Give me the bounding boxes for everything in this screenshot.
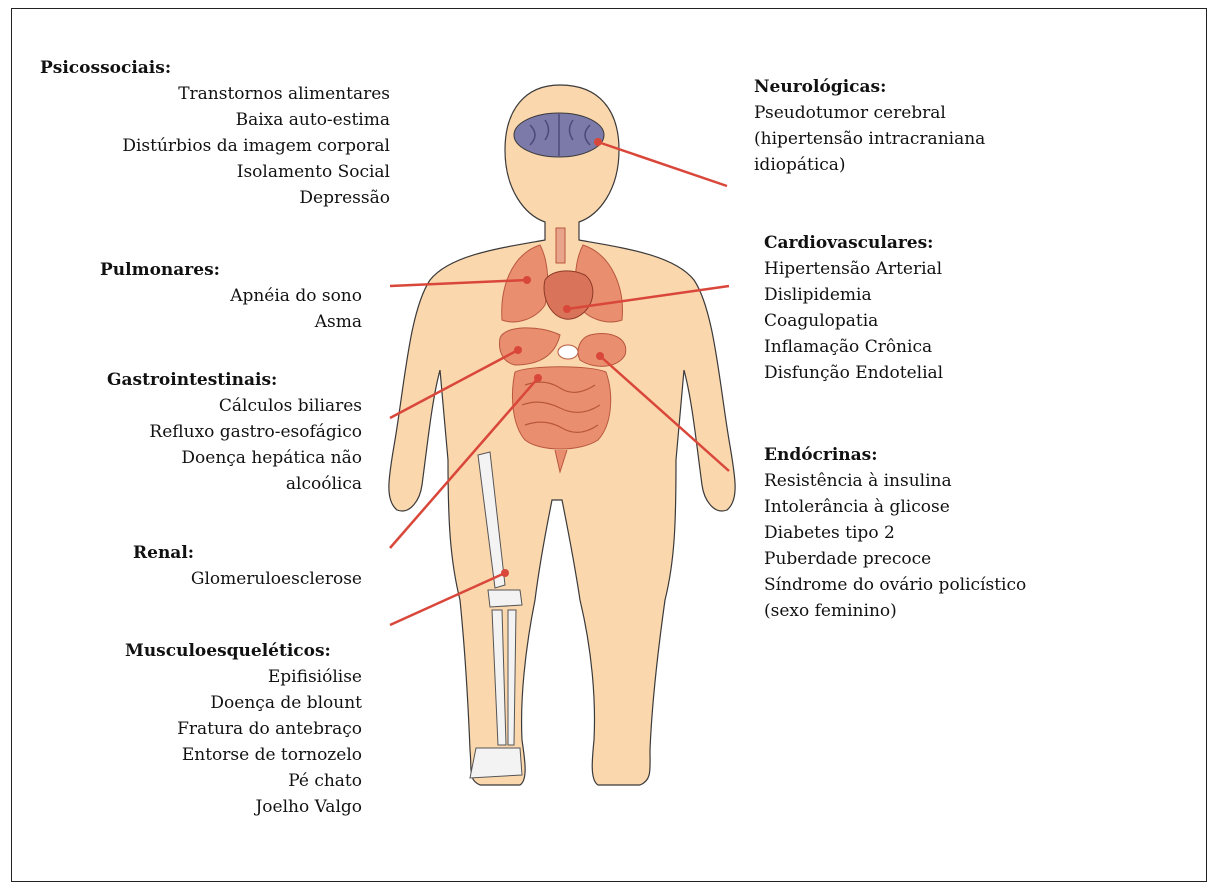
list-item: Intolerância à glicose [764,494,1104,520]
list-item: Glomeruloesclerose [133,566,362,592]
group-cardiovasculares: Cardiovasculares: Hipertensão Arterial D… [764,230,1064,386]
list-item: (hipertensão intracraniana [754,126,1054,152]
list-item: Disfunção Endotelial [764,360,1064,386]
list-item: Apnéia do sono [100,283,362,309]
group-endocrinas: Endócrinas: Resistência à insulina Intol… [764,442,1104,624]
group-neurologicas: Neurológicas: Pseudotumor cerebral (hipe… [754,74,1054,178]
group-title: Musculoesqueléticos: [125,638,362,664]
list-item: Joelho Valgo [125,794,362,820]
list-item: Doença de blount [125,690,362,716]
group-title: Pulmonares: [100,257,362,283]
list-item: Refluxo gastro-esofágico [107,419,362,445]
group-psicossociais: Psicossociais: Transtornos alimentares B… [40,55,390,211]
list-item: idiopática) [754,152,1054,178]
list-item: Pé chato [125,768,362,794]
list-item: Baixa auto-estima [40,107,390,133]
group-title: Renal: [133,540,362,566]
list-item: Síndrome do ovário policístico [764,572,1104,598]
group-title: Neurológicas: [754,74,1054,100]
list-item: (sexo feminino) [764,598,1104,624]
group-title: Psicossociais: [40,55,390,81]
list-item: Doença hepática não [107,445,362,471]
group-title: Cardiovasculares: [764,230,1064,256]
group-musculoesqueleticos: Musculoesqueléticos: Epifisiólise Doença… [125,638,362,820]
group-gastrointestinais: Gastrointestinais: Cálculos biliares Ref… [107,367,362,497]
list-item: Puberdade precoce [764,546,1104,572]
list-item: Depressão [40,185,390,211]
list-item: Isolamento Social [40,159,390,185]
list-item: Fratura do antebraço [125,716,362,742]
gallbladder [558,345,578,359]
list-item: Distúrbios da imagem corporal [40,133,390,159]
list-item: Entorse de tornozelo [125,742,362,768]
group-title: Gastrointestinais: [107,367,362,393]
list-item: Inflamação Crônica [764,334,1064,360]
knee [488,590,522,607]
trachea [556,228,565,263]
stomach [578,334,626,367]
list-item: Transtornos alimentares [40,81,390,107]
group-title: Endócrinas: [764,442,1104,468]
list-item: Dislipidemia [764,282,1064,308]
foot-bones [470,748,522,778]
list-item: Diabetes tipo 2 [764,520,1104,546]
list-item: Coagulopatia [764,308,1064,334]
list-item: Hipertensão Arterial [764,256,1064,282]
group-renal: Renal: Glomeruloesclerose [133,540,362,592]
list-item: Cálculos biliares [107,393,362,419]
group-pulmonares: Pulmonares: Apnéia do sono Asma [100,257,362,335]
list-item: alcoólica [107,471,362,497]
list-item: Epifisiólise [125,664,362,690]
list-item: Resistência à insulina [764,468,1104,494]
list-item: Pseudotumor cerebral [754,100,1054,126]
list-item: Asma [100,309,362,335]
